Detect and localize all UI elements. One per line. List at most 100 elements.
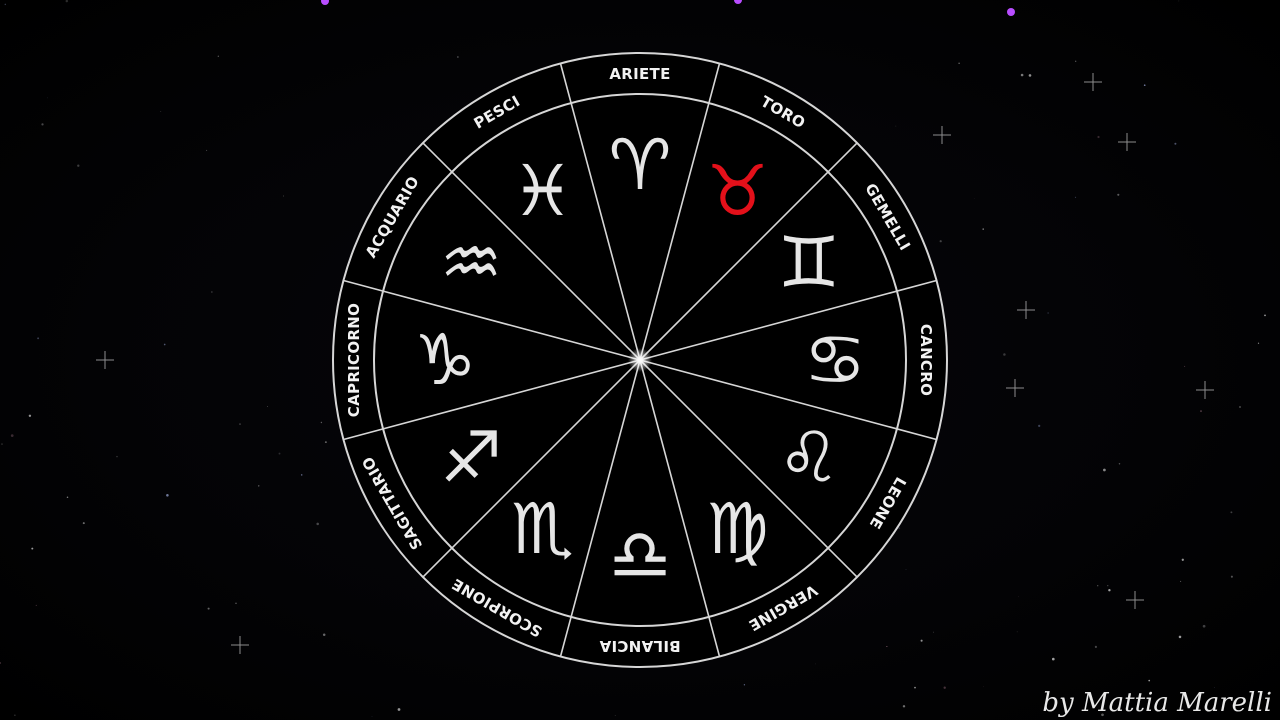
spoke-line (639, 63, 721, 361)
star (0, 662, 1, 664)
star (371, 715, 373, 717)
star (1238, 405, 1242, 409)
star (933, 631, 934, 633)
star (983, 686, 984, 688)
sparkle-star (96, 351, 114, 369)
star (1200, 410, 1202, 413)
star (116, 455, 118, 458)
star (1094, 645, 1097, 649)
star (1257, 342, 1260, 344)
star (163, 343, 166, 346)
star (66, 496, 69, 499)
star (283, 195, 284, 197)
star (160, 111, 162, 112)
sparkle-star (1084, 73, 1102, 91)
star (1202, 624, 1206, 628)
sign-label-bilancia: BILANCIA (599, 637, 680, 655)
purple-star (1007, 8, 1015, 16)
spoke-line (422, 142, 641, 361)
virgo-icon: ♍︎ (706, 488, 769, 570)
star (1028, 74, 1032, 77)
star (1148, 679, 1151, 682)
star (743, 684, 746, 686)
libra-icon: ♎︎ (609, 514, 672, 596)
star (982, 228, 984, 230)
star (1184, 365, 1186, 367)
star (1178, 0, 1180, 2)
aries-icon: ♈︎ (609, 124, 672, 206)
star (267, 406, 268, 407)
sparkle-star (231, 636, 249, 654)
wheel-spokes (343, 63, 937, 657)
star (1097, 135, 1100, 139)
sign-glyphs: ♈︎♉︎♊︎♋︎♌︎♍︎♎︎♏︎♐︎♑︎♒︎♓︎ (414, 124, 867, 596)
star (902, 705, 906, 708)
purple-star (734, 0, 742, 4)
star (207, 607, 210, 610)
star (958, 62, 960, 64)
star (320, 421, 323, 424)
star (1038, 424, 1041, 428)
gemini-icon: ♊︎ (778, 222, 841, 304)
spoke-line (639, 279, 937, 361)
star (1097, 585, 1099, 587)
star (235, 602, 237, 604)
sagittarius-icon: ♐︎ (440, 417, 503, 499)
star (1103, 468, 1106, 472)
spoke-line (559, 63, 641, 361)
star (65, 0, 69, 3)
star (300, 474, 303, 476)
sparkle-star (933, 126, 951, 144)
leo-icon: ♌︎ (778, 417, 841, 499)
star (278, 452, 281, 455)
star (217, 55, 219, 57)
star (82, 522, 85, 525)
star (1003, 353, 1006, 356)
star (1143, 84, 1146, 87)
star (1052, 657, 1055, 661)
star (1180, 580, 1182, 582)
star (35, 604, 37, 606)
star (1075, 60, 1077, 62)
star (1101, 713, 1104, 717)
sparkle-star (1196, 381, 1214, 399)
star (939, 240, 942, 243)
star (1108, 589, 1111, 592)
star (211, 291, 213, 293)
star (14, 714, 16, 716)
star (4, 3, 7, 6)
scorpio-icon: ♏︎ (511, 488, 574, 570)
star (1020, 73, 1024, 77)
spoke-line (343, 359, 641, 441)
star (614, 715, 616, 716)
star (31, 547, 34, 550)
star (1264, 314, 1266, 317)
sign-label-capricorno: CAPRICORNO (345, 303, 363, 417)
star (914, 686, 916, 689)
center-star (628, 348, 652, 372)
star (898, 527, 901, 530)
cancer-icon: ♋︎ (804, 319, 867, 401)
spoke-line (639, 142, 858, 361)
purple-star (321, 0, 329, 5)
star (1, 443, 3, 445)
star (1178, 635, 1182, 639)
star (166, 494, 169, 497)
star (1117, 193, 1120, 196)
spoke-line (343, 279, 641, 361)
star (1016, 631, 1018, 633)
sign-label-ariete: ARIETE (609, 65, 670, 83)
star (41, 123, 44, 126)
star (814, 663, 816, 665)
star (47, 97, 48, 99)
star (973, 197, 975, 199)
star (895, 125, 897, 127)
star (10, 434, 14, 437)
star (397, 708, 401, 711)
spoke-line (559, 359, 641, 657)
inner-ring (373, 93, 907, 627)
sign-label-cancro: CANCRO (917, 324, 935, 396)
star (1047, 312, 1049, 314)
